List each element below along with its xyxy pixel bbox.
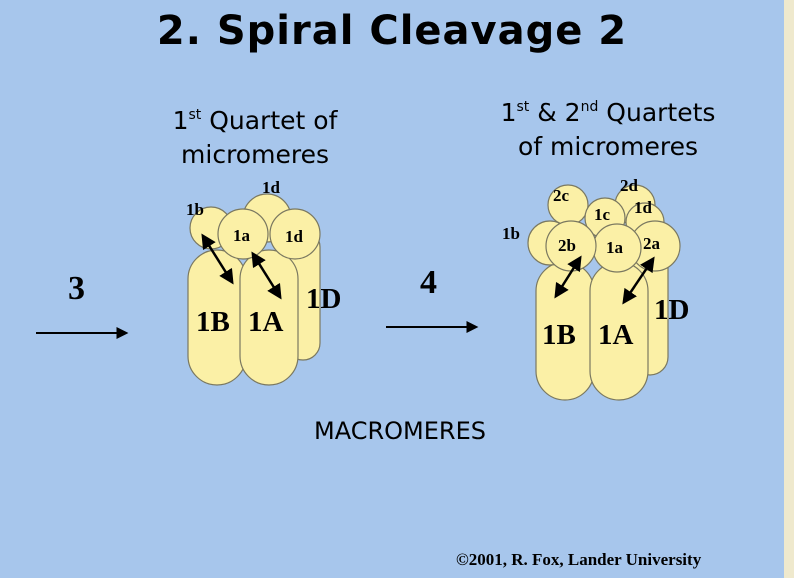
cell-label-1d-top: 1d: [262, 178, 280, 197]
left-spindle-arrow-a: [251, 251, 282, 300]
cell-label-2d: 2d: [620, 176, 638, 195]
cell-label-1b: 1b: [186, 200, 204, 219]
right-caption-line2: of micromeres: [518, 132, 698, 161]
cell-label-1A-right: 1A: [598, 319, 634, 351]
copyright-notice: ©2001, R. Fox, Lander University: [456, 550, 702, 569]
left-caption: 1st Quartet of micromeres: [120, 104, 390, 172]
cell-label-1B-right: 1B: [542, 319, 576, 351]
cell-label-1A: 1A: [248, 306, 284, 338]
cell-label-1b-right: 1b: [502, 224, 520, 243]
micromere-1d: [269, 208, 321, 260]
cell-label-2a: 2a: [643, 234, 660, 253]
cell-label-1d-right: 1d: [634, 198, 652, 217]
right-caption-line1: 1st & 2nd Quartets: [500, 98, 716, 127]
cell-label-2b: 2b: [558, 236, 576, 255]
right-spindle-arrow-b: [554, 255, 582, 299]
left-caption-line2: micromeres: [181, 140, 329, 169]
right-spindle-arrow-a: [622, 256, 655, 305]
cell-label-1B: 1B: [196, 306, 230, 338]
cell-label-1d: 1d: [285, 227, 303, 246]
left-spindle-arrow-b: [201, 233, 234, 285]
right-caption: 1st & 2nd Quartets of micromeres: [458, 96, 758, 164]
cell-label-1D: 1D: [306, 283, 342, 315]
cell-label-1a-right: 1a: [606, 238, 623, 257]
cell-label-1c: 1c: [594, 205, 611, 224]
step-label-3: 3: [68, 270, 85, 307]
slide-frame-edge: [784, 0, 794, 578]
left-caption-line1: 1st Quartet of: [172, 106, 338, 135]
cell-label-1D-right: 1D: [654, 294, 690, 326]
step-label-4: 4: [420, 264, 437, 301]
slide-title: 2. Spiral Cleavage 2: [156, 8, 628, 54]
cell-label-1a: 1a: [233, 226, 250, 245]
macromeres-label: MACROMERES: [314, 417, 486, 445]
cell-label-2c: 2c: [553, 186, 570, 205]
left-embryo: [187, 193, 321, 386]
